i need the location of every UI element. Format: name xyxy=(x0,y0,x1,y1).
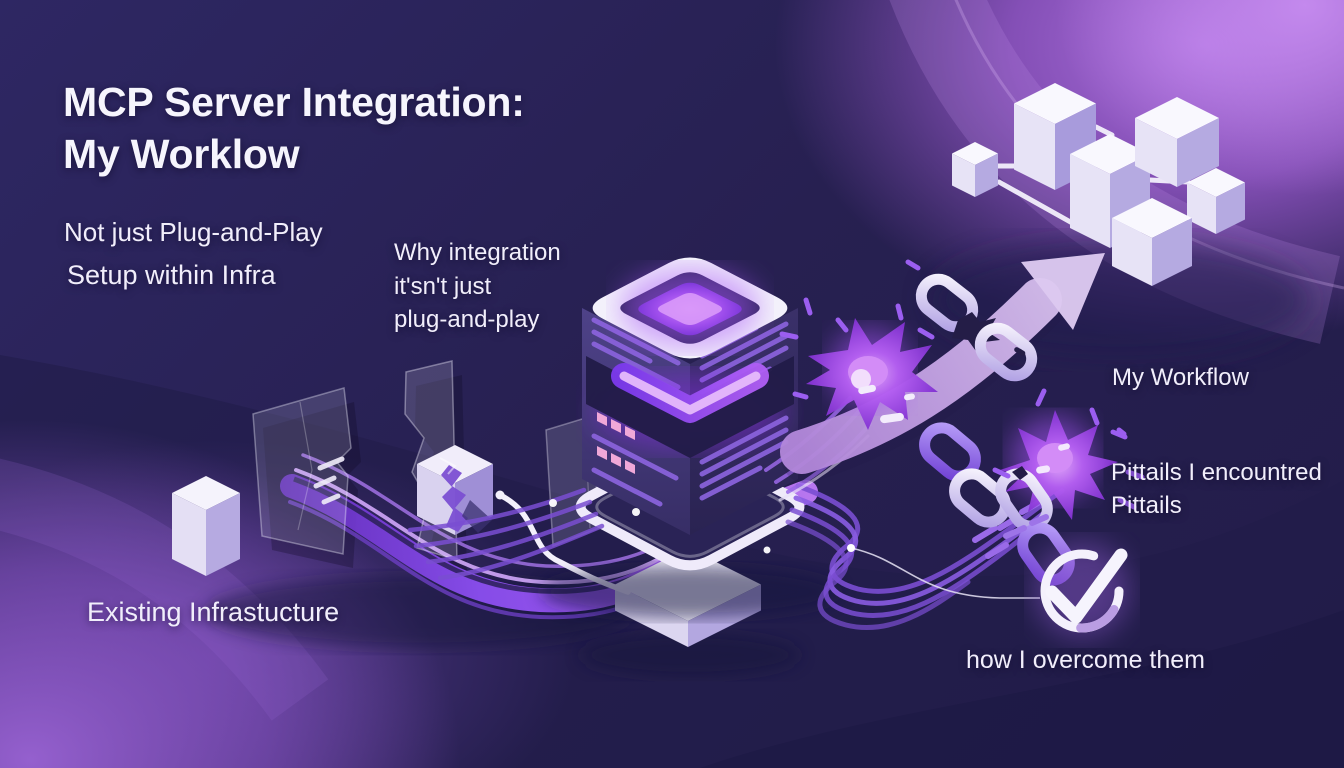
flow-lines-left xyxy=(407,487,605,581)
pitfalls-line1: Pittails I encountred xyxy=(1111,459,1322,486)
annotation-how-overcome: how I overcome them xyxy=(966,646,1205,674)
why-line2: it'sn't just xyxy=(394,272,492,300)
annotation-existing-infrastructure: Existing Infrastucture xyxy=(87,597,340,627)
broken-chain-icon xyxy=(919,422,1011,528)
pitfalls-line2: Pittails xyxy=(1111,491,1182,519)
spark-burst-core xyxy=(992,388,1145,510)
page-title-line1: MCP Server Integration: xyxy=(63,79,525,125)
page-title: MCP Server Integration: My Worklow xyxy=(63,76,525,181)
connector-line xyxy=(847,544,1040,599)
cube-icon xyxy=(172,476,240,576)
cube-icon xyxy=(1135,97,1219,187)
cracked-cube-icon xyxy=(417,445,493,535)
cube-network-icon xyxy=(952,83,1245,286)
cube-icon xyxy=(952,142,998,197)
subtitle-not-plug-and-play: Not just Plug-and-Play xyxy=(64,217,323,247)
annotation-why-integration: Why integration it'sn't just plug-and-pl… xyxy=(394,236,561,337)
annotation-pitfalls: Pittails I encountred Pittails xyxy=(1111,457,1322,522)
why-line1: Why integration xyxy=(394,239,561,266)
page-title-line2: My Worklow xyxy=(63,131,300,178)
decor-dots xyxy=(549,499,771,554)
why-line3: plug-and-play xyxy=(394,306,540,334)
check-circle-icon xyxy=(1003,514,1130,638)
broken-chain-icon xyxy=(915,273,1038,382)
speed-dashes-icon xyxy=(313,456,345,505)
led-lights-icon xyxy=(597,412,635,474)
annotation-my-workflow: My Workflow xyxy=(1112,364,1249,391)
cube-icon xyxy=(1112,198,1192,286)
subtitle-setup-within-infra: Setup within Infra xyxy=(67,260,276,290)
server-tower-icon xyxy=(540,257,840,618)
cube-icon xyxy=(1187,168,1245,234)
spark-burst-icon xyxy=(779,259,938,430)
